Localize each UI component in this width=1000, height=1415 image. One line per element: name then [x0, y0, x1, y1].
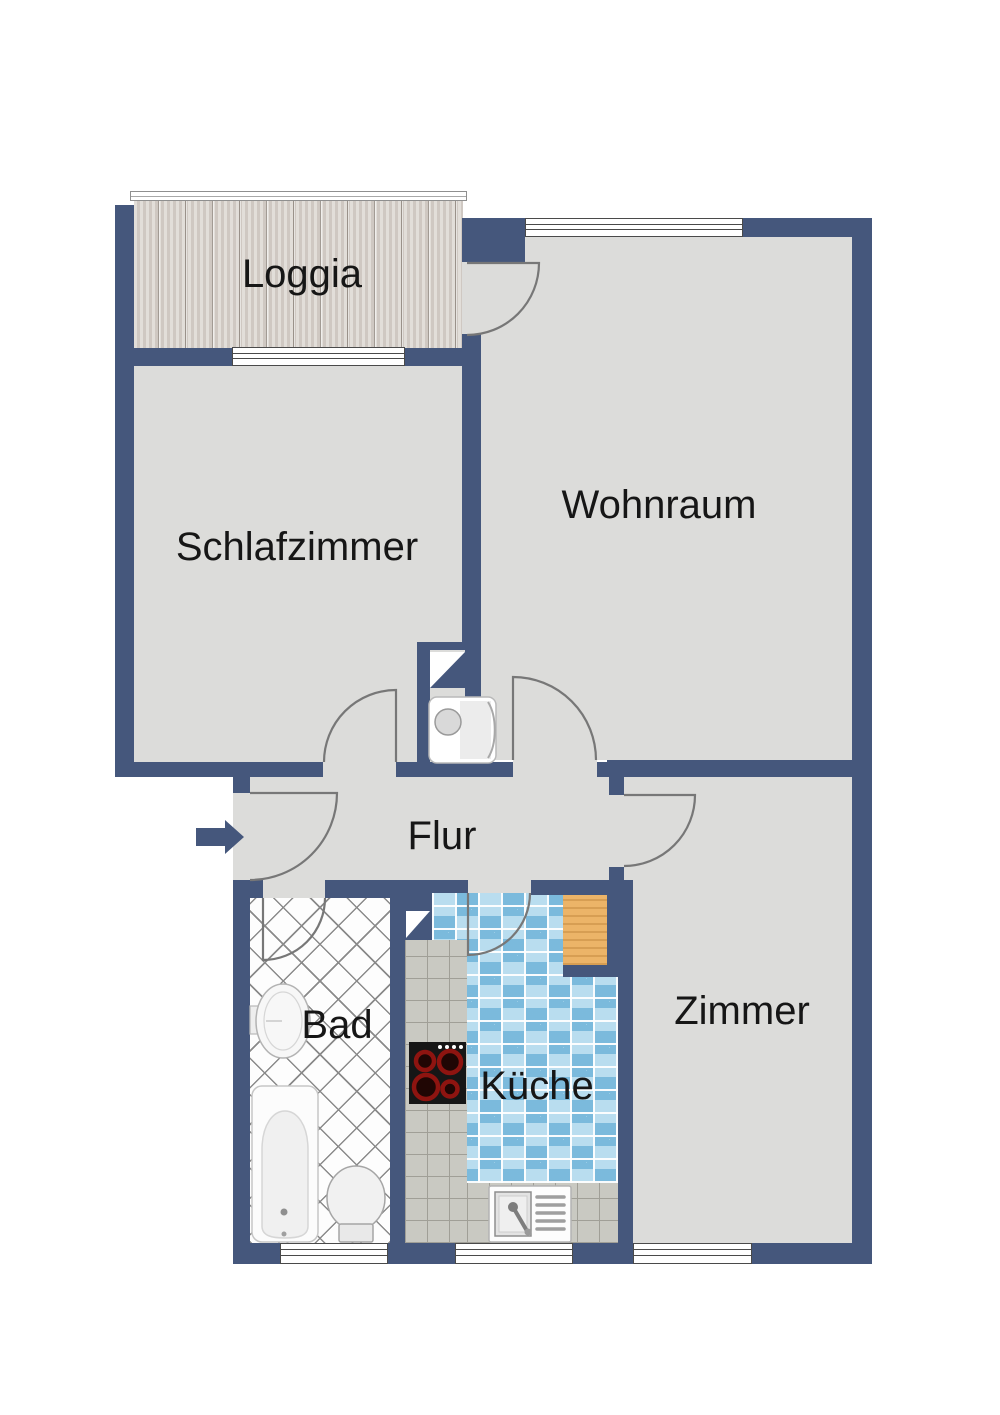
door-kueche [466, 892, 532, 957]
door-entrance [249, 791, 339, 882]
boiler [428, 696, 497, 764]
loggia-window [232, 347, 405, 366]
schlafzimmer-label: Schlafzimmer [175, 525, 419, 569]
niche-right-wall [465, 650, 481, 698]
wall-kueche-top-left [432, 880, 468, 893]
loggia-label: Loggia [241, 252, 363, 296]
outer-wall-bottom-4 [752, 1243, 872, 1264]
wood-niche-bottom-wall [563, 965, 633, 977]
outer-wall-bad-left [233, 903, 250, 1264]
wall-flur-top-mid [396, 762, 417, 777]
kueche-shaft-triangle [406, 911, 430, 938]
door-loggia-wohnraum [466, 261, 541, 337]
wall-flur-zimmer-top [609, 777, 624, 795]
loggia-door-gap [462, 262, 478, 335]
door-zimmer [623, 793, 697, 868]
wohnraum-window [525, 218, 743, 237]
wall-flur-top-long [115, 762, 323, 777]
niche-top-stub [417, 642, 481, 650]
wall-wohnraum-zimmer [607, 760, 852, 777]
zimmer-door-gap [609, 795, 624, 867]
loggia-floor [134, 200, 463, 348]
door-bad [261, 897, 327, 962]
wohnraum-door-gap [513, 760, 597, 777]
stove [409, 1042, 466, 1104]
entry-stub-top [233, 762, 250, 793]
kueche-door-gap [468, 880, 531, 893]
kueche-wood-counter [563, 895, 607, 965]
bathtub [251, 1085, 319, 1243]
kitchen-sink [488, 1185, 572, 1243]
wall-bad-kueche [390, 898, 405, 1243]
bad-label: Bad [301, 1003, 373, 1047]
niche-bottom-wall [417, 762, 513, 777]
schlafzimmer-door-gap [323, 762, 396, 777]
kueche-window [455, 1243, 573, 1264]
wall-schlaf-wohn-divider [462, 334, 481, 642]
door-schlafzimmer [322, 688, 398, 763]
outer-wall-bottom-3 [573, 1243, 633, 1264]
outer-wall-right [852, 218, 872, 1264]
toilet [326, 1165, 386, 1243]
schlafzimmer-floor [134, 366, 462, 762]
wall-flur-bottom-mid [325, 880, 403, 898]
wall-flur-bottom-left [233, 880, 263, 898]
wall-kueche-zimmer [618, 880, 633, 1243]
wohnraum-floor [478, 237, 852, 760]
outer-wall-bottom-2 [388, 1243, 455, 1264]
loggia-railing [130, 191, 467, 201]
wall-loggia-window-right [405, 348, 462, 366]
outer-wall-left [115, 205, 134, 762]
wohnraum-label: Wohnraum [561, 483, 757, 527]
entrance-arrow-icon [196, 820, 244, 854]
wall-loggia-window-left [134, 348, 232, 366]
zimmer-label: Zimmer [674, 989, 810, 1033]
wall-flur-zimmer-bottom [609, 867, 624, 880]
wall-wohnraum-topleft-block [462, 218, 525, 262]
flur-floor [250, 777, 624, 880]
bad-window [280, 1243, 388, 1264]
niche-left-wall [417, 650, 430, 762]
bad-door-gap [263, 880, 325, 898]
wall-wohnraum-top-right [743, 218, 853, 237]
bathroom-sink [249, 983, 311, 1059]
zimmer-window [633, 1243, 752, 1264]
door-wohnraum [511, 675, 598, 761]
outer-wall-bottom-1 [250, 1243, 280, 1264]
kueche-label: Küche [480, 1064, 594, 1108]
flur-label: Flur [407, 814, 477, 858]
boiler-niche-shaft [430, 652, 465, 688]
wall-kueche-top-right [531, 880, 630, 895]
